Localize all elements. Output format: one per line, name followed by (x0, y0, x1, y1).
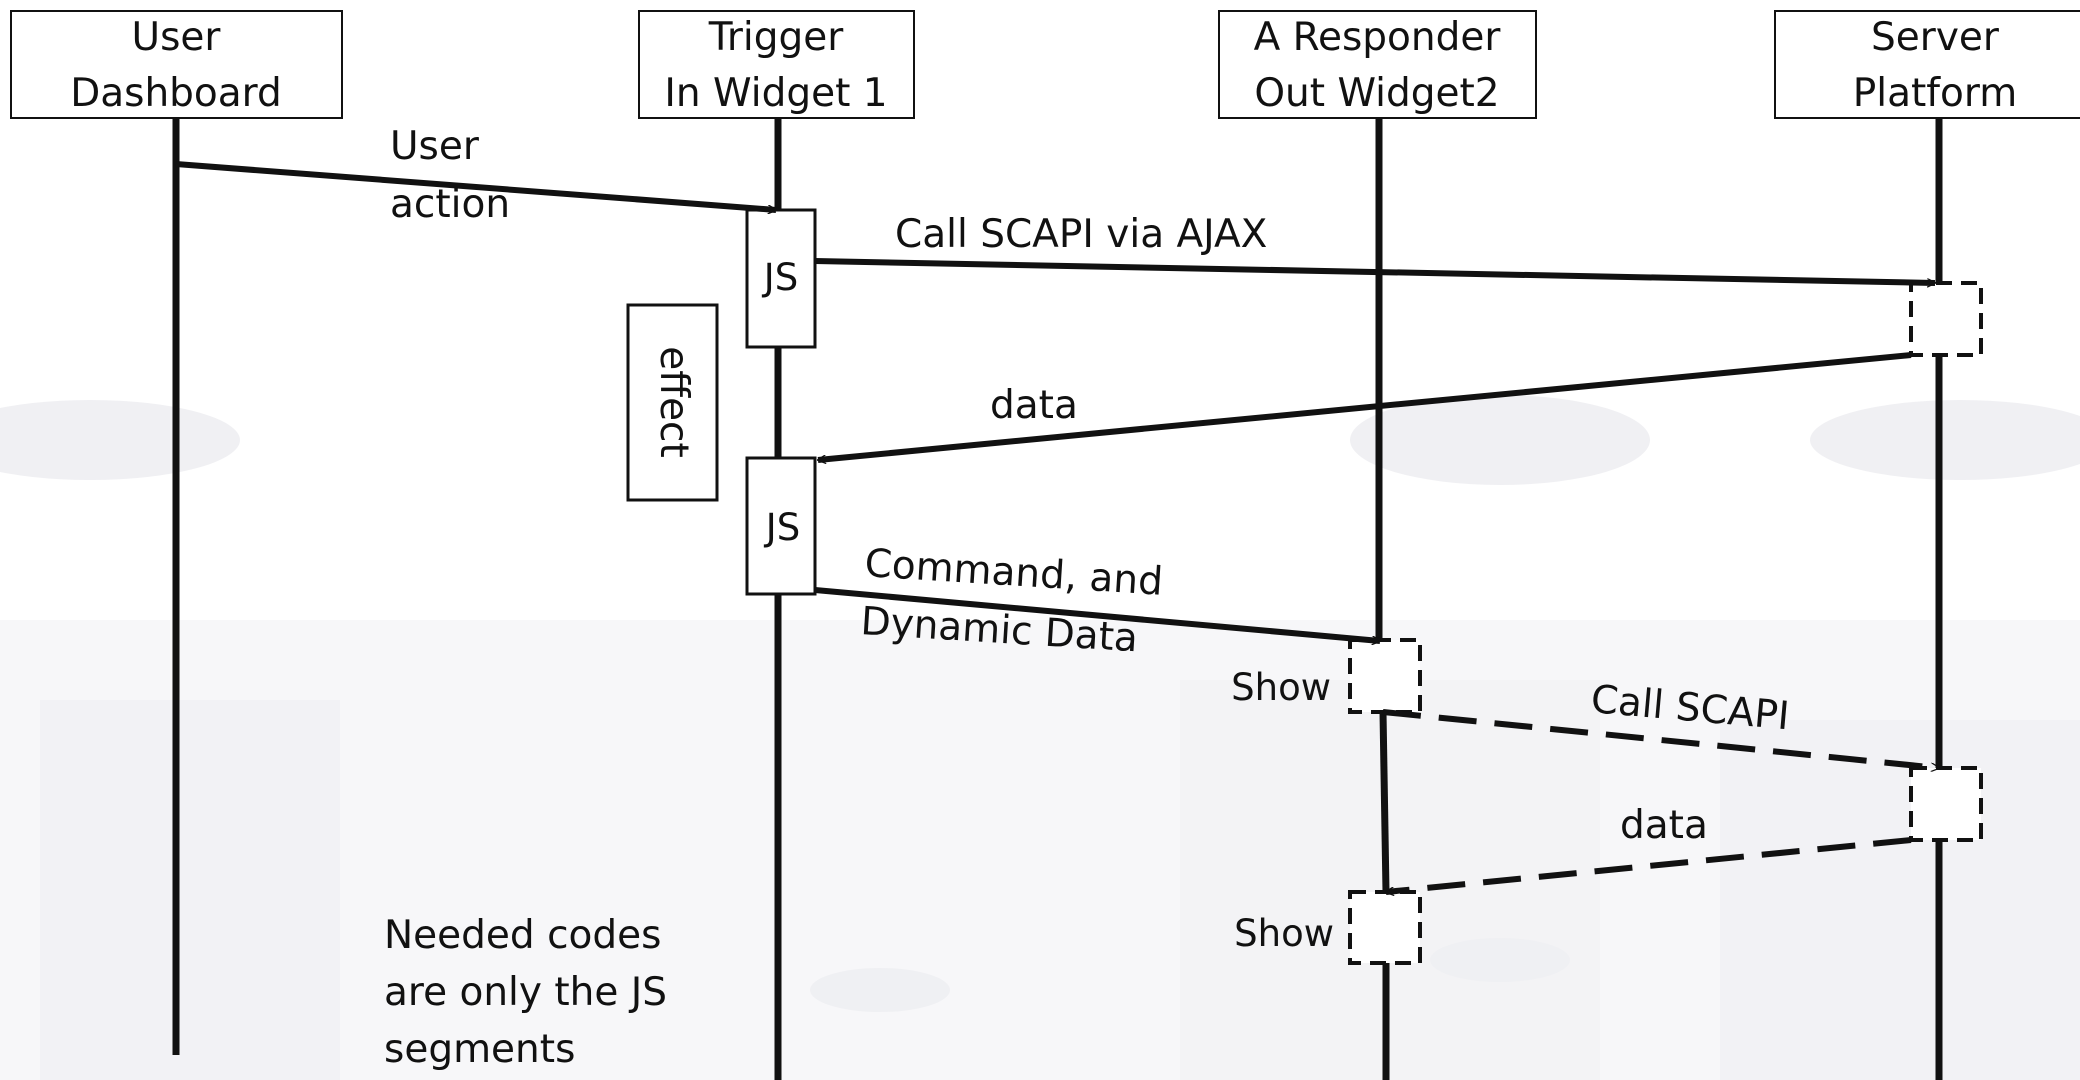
user-action-arrow (175, 161, 776, 210)
effect-label: effect (651, 346, 696, 458)
lifeline-trigger-widget: Trigger In Widget 1 (638, 10, 915, 119)
lifeline-server-platform-line1: Server (1871, 15, 2000, 60)
activation-js-2-label: JS (764, 506, 800, 549)
data-return-1-arrow (818, 352, 1912, 460)
activation-show-2: Show (1234, 890, 1422, 965)
activation-server-1 (1909, 281, 1983, 357)
lifeline-responder-widget-line1: A Responder (1254, 15, 1502, 60)
messages (175, 161, 1939, 892)
lifeline-user-dashboard-line1: User (132, 15, 222, 60)
effect-box: effect (626, 303, 719, 502)
data-return-2-label: data (1620, 803, 1708, 848)
note-line3: segments (384, 1027, 575, 1072)
responder-widget-lifeline-middle (1379, 711, 1390, 893)
call-scapi-ajax-arrow (814, 258, 1935, 283)
lifeline-trigger-widget-line1: Trigger (708, 15, 844, 60)
call-scapi-ajax-label: Call SCAPI via AJAX (895, 212, 1267, 257)
activation-show-1: Show (1231, 638, 1422, 714)
background-watermark (0, 395, 2080, 1080)
activation-show-1-label: Show (1231, 666, 1331, 709)
note-line1: Needed codes (384, 913, 661, 958)
activation-server-2 (1909, 766, 1983, 842)
activation-show-2-label: Show (1234, 912, 1334, 955)
command-dynamic-label-line1: Command, and (863, 541, 1164, 605)
note: Needed codes are only the JS segments (384, 913, 667, 1072)
activation-js-1-label: JS (762, 256, 798, 299)
activation-js-2: JS (745, 456, 817, 596)
lifeline-responder-widget: A Responder Out Widget2 (1218, 10, 1537, 119)
data-return-1-label: data (990, 383, 1078, 428)
lifeline-user-dashboard-line2: Dashboard (70, 71, 282, 116)
lifeline-server-platform-line2: Platform (1853, 71, 2017, 116)
lifeline-server-platform: Server Platform (1774, 10, 2080, 119)
note-line2: are only the JS (384, 970, 667, 1015)
activation-js-1: JS (745, 208, 817, 349)
data-return-2-arrow (1386, 837, 1912, 892)
lifeline-responder-widget-line2: Out Widget2 (1254, 71, 1499, 116)
user-action-label-line1: User (390, 124, 480, 169)
lifeline-lines (172, 118, 1943, 1080)
lifeline-trigger-widget-line2: In Widget 1 (664, 71, 887, 116)
call-scapi-arrow (1382, 709, 1939, 768)
lifeline-user-dashboard: User Dashboard (10, 10, 343, 119)
command-dynamic-arrow (814, 587, 1380, 641)
user-action-label-line2: action (390, 182, 510, 227)
